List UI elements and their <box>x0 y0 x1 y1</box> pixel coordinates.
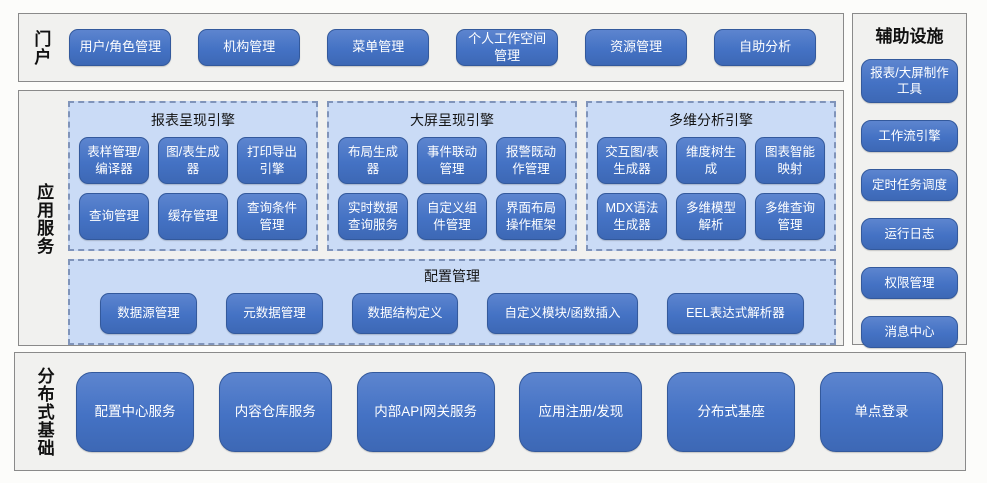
node-datasource-management: 数据源管理 <box>100 293 197 334</box>
node-template-management-compiler: 表样管理/编译器 <box>79 137 149 184</box>
foundation-node-row: 配置中心服务 内容仓库服务 内部API网关服务 应用注册/发现 分布式基座 单点… <box>76 371 943 452</box>
node-permission-management: 权限管理 <box>861 267 958 299</box>
node-message-center: 消息中心 <box>861 316 958 348</box>
auxiliary-section: 辅助设施 报表/大屏制作工具 工作流引擎 定时任务调度 运行日志 权限管理 消息… <box>852 13 967 348</box>
node-distributed-base: 分布式基座 <box>667 371 796 452</box>
olap-engine-title: 多维分析引擎 <box>669 112 753 128</box>
report-engine-grid: 表样管理/编译器 图/表生成器 打印导出引擎 查询管理 缓存管理 查询条件管理 <box>79 137 307 240</box>
config-management-panel: 配置管理 数据源管理 元数据管理 数据结构定义 自定义模块/函数插入 EEL表达… <box>68 259 836 345</box>
bigscreen-engine-panel: 大屏呈现引擎 布局生成器 事件联动管理 报警既动作管理 实时数据查询服务 自定义… <box>327 101 577 251</box>
portal-section-label: 门户 <box>31 29 51 66</box>
node-layout-generator: 布局生成器 <box>338 137 408 184</box>
node-multidim-model-parsing: 多维模型解析 <box>676 193 746 240</box>
portal-node-menu-management: 菜单管理 <box>327 29 430 66</box>
node-single-sign-on: 单点登录 <box>819 371 943 452</box>
node-runtime-logs: 运行日志 <box>861 218 958 250</box>
engine-panels-row: 报表呈现引擎 表样管理/编译器 图/表生成器 打印导出引擎 查询管理 缓存管理 … <box>68 101 836 251</box>
node-scheduled-task-dispatch: 定时任务调度 <box>861 169 958 201</box>
bigscreen-engine-grid: 布局生成器 事件联动管理 报警既动作管理 实时数据查询服务 自定义组件管理 界面… <box>338 137 566 240</box>
node-alarm-action-management: 报警既动作管理 <box>496 137 566 184</box>
node-event-linkage-management: 事件联动管理 <box>417 137 487 184</box>
node-content-repository-service: 内容仓库服务 <box>218 371 332 452</box>
node-cache-management: 缓存管理 <box>158 193 228 240</box>
portal-node-resource-management: 资源管理 <box>585 29 688 66</box>
node-app-registration-discovery: 应用注册/发现 <box>519 371 643 452</box>
node-custom-module-function-insert: 自定义模块/函数插入 <box>487 293 638 334</box>
node-chart-smart-mapping: 图表智能映射 <box>755 137 825 184</box>
node-print-export-engine: 打印导出引擎 <box>237 137 307 184</box>
config-management-title: 配置管理 <box>424 268 480 284</box>
report-engine-panel: 报表呈现引擎 表样管理/编译器 图/表生成器 打印导出引擎 查询管理 缓存管理 … <box>68 101 318 251</box>
portal-node-row: 用户/角色管理 机构管理 菜单管理 个人工作空间管理 资源管理 自助分析 <box>69 29 817 66</box>
report-engine-title: 报表呈现引擎 <box>151 112 235 128</box>
olap-engine-panel: 多维分析引擎 交互图/表生成器 维度树生成 图表智能映射 MDX语法生成器 多维… <box>586 101 836 251</box>
node-custom-component-management: 自定义组件管理 <box>417 193 487 240</box>
app-services-label-wrap: 应用服务 <box>19 101 68 337</box>
node-internal-api-gateway-service: 内部API网关服务 <box>356 371 495 452</box>
node-data-structure-definition: 数据结构定义 <box>352 293 458 334</box>
distributed-foundation-section: 分布式基础 配置中心服务 内容仓库服务 内部API网关服务 应用注册/发现 分布… <box>14 352 966 471</box>
portal-node-organization-management: 机构管理 <box>198 29 301 66</box>
portal-node-self-service-analysis: 自助分析 <box>714 29 817 66</box>
node-multidim-query-management: 多维查询管理 <box>755 193 825 240</box>
node-mdx-syntax-generator: MDX语法生成器 <box>597 193 667 240</box>
app-services-label: 应用服务 <box>34 183 54 255</box>
node-report-bigscreen-authoring-tool: 报表/大屏制作工具 <box>861 59 958 103</box>
portal-node-user-role-management: 用户/角色管理 <box>69 29 172 66</box>
portal-section-label-wrap: 门户 <box>31 29 51 66</box>
node-query-management: 查询管理 <box>79 193 149 240</box>
olap-engine-grid: 交互图/表生成器 维度树生成 图表智能映射 MDX语法生成器 多维模型解析 多维… <box>597 137 825 240</box>
distributed-foundation-label-wrap: 分布式基础 <box>26 367 62 457</box>
node-chart-table-generator: 图/表生成器 <box>158 137 228 184</box>
node-config-center-service: 配置中心服务 <box>76 371 194 452</box>
node-workflow-engine: 工作流引擎 <box>861 120 958 152</box>
node-metadata-management: 元数据管理 <box>226 293 323 334</box>
portal-section: 门户 用户/角色管理 机构管理 菜单管理 个人工作空间管理 资源管理 自助分析 <box>18 13 844 82</box>
node-interactive-chart-generator: 交互图/表生成器 <box>597 137 667 184</box>
auxiliary-title: 辅助设施 <box>875 27 944 46</box>
node-dimension-tree-generation: 维度树生成 <box>676 137 746 184</box>
node-realtime-data-query-service: 实时数据查询服务 <box>338 193 408 240</box>
node-eel-expression-parser: EEL表达式解析器 <box>667 293 804 334</box>
distributed-foundation-label: 分布式基础 <box>34 366 54 457</box>
app-services-section: 应用服务 报表呈现引擎 表样管理/编译器 图/表生成器 打印导出引擎 查询管理 … <box>18 90 844 346</box>
bigscreen-engine-title: 大屏呈现引擎 <box>410 112 494 128</box>
app-services-content: 报表呈现引擎 表样管理/编译器 图/表生成器 打印导出引擎 查询管理 缓存管理 … <box>68 101 836 345</box>
node-ui-layout-operation-framework: 界面布局操作框架 <box>496 193 566 240</box>
portal-node-personal-workspace-management: 个人工作空间管理 <box>456 29 559 66</box>
node-query-condition-management: 查询条件管理 <box>237 193 307 240</box>
config-node-row: 数据源管理 元数据管理 数据结构定义 自定义模块/函数插入 EEL表达式解析器 <box>79 293 825 334</box>
auxiliary-node-column: 报表/大屏制作工具 工作流引擎 定时任务调度 运行日志 权限管理 消息中心 <box>861 59 958 348</box>
